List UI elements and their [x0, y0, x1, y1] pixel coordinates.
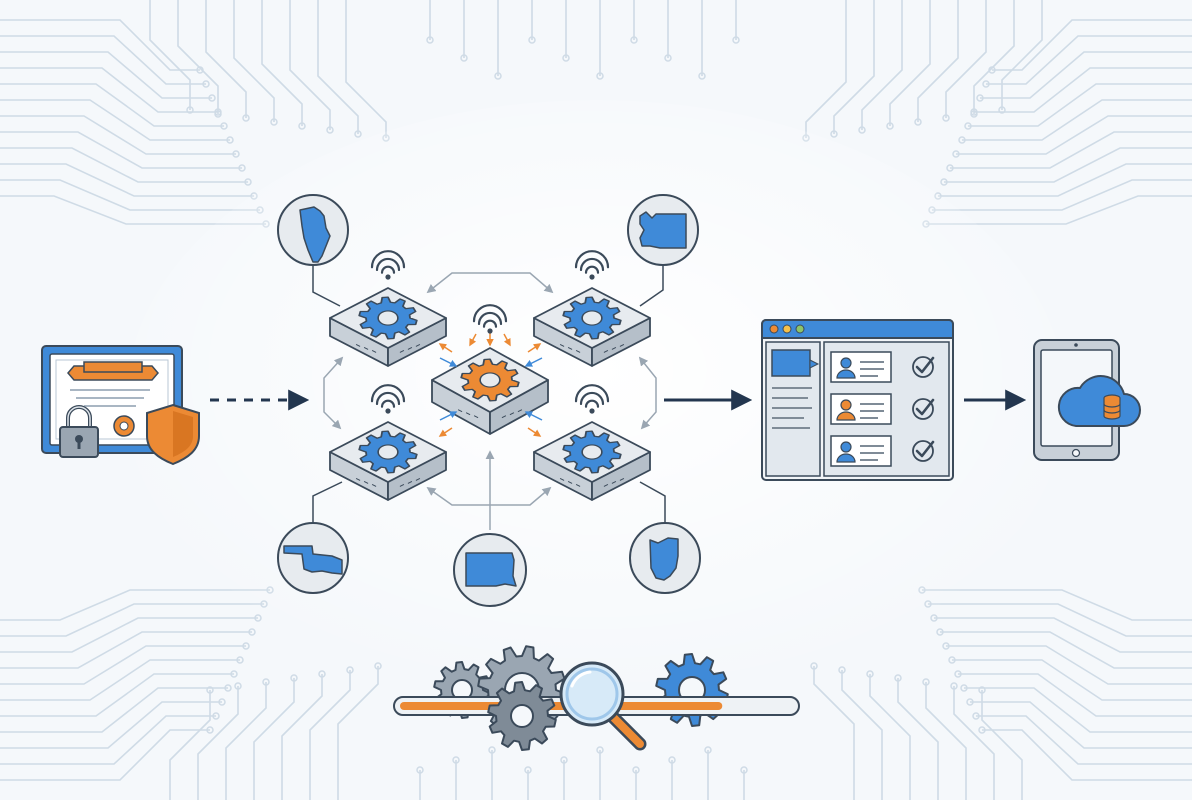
seal-icon	[113, 415, 135, 437]
hub-top-right	[533, 287, 651, 367]
user-row	[830, 393, 935, 425]
padlock-icon	[59, 405, 99, 458]
gear-icon	[487, 681, 557, 751]
shield-icon	[146, 403, 200, 466]
wifi-icons	[370, 250, 610, 414]
hub-bottom-right	[533, 421, 651, 501]
state-circle-bottom-center	[453, 533, 527, 607]
cloud-database-icon	[1057, 375, 1141, 427]
state-circle-bottom-right	[629, 522, 701, 594]
user-icon	[836, 357, 856, 379]
hub-network	[277, 194, 701, 607]
magnifier-icon	[559, 661, 647, 751]
state-map-icon	[283, 545, 343, 575]
gear-hub-icon	[358, 296, 418, 340]
gear-hub-icon	[562, 430, 622, 474]
user-row	[830, 435, 935, 467]
wifi-icon	[574, 250, 610, 280]
hub-bottom-left	[329, 421, 447, 501]
wifi-icon	[370, 250, 406, 280]
hub-connectors	[323, 272, 657, 530]
checkmark-icon	[912, 398, 935, 420]
checkmark-icon	[912, 440, 935, 462]
wifi-icon	[574, 384, 610, 414]
state-leaders	[312, 265, 666, 528]
wifi-icon	[472, 304, 508, 334]
state-map-icon	[465, 552, 517, 587]
user-list	[830, 351, 935, 467]
state-circle-bottom-left	[277, 522, 349, 594]
flow-arrows	[438, 332, 543, 437]
gear-hub-icon	[562, 296, 622, 340]
checkmark-icon	[912, 356, 935, 378]
state-map-icon	[639, 211, 687, 249]
progress-fill	[400, 702, 723, 710]
gear-hub-icon	[460, 358, 520, 402]
wifi-icon	[370, 384, 406, 414]
state-circle-top-right	[627, 194, 699, 266]
hub-top-left	[329, 287, 447, 367]
gear-hub-icon	[358, 430, 418, 474]
user-icon	[836, 441, 856, 463]
user-row	[830, 351, 935, 383]
user-icon	[836, 399, 856, 421]
center-glow	[126, 100, 1066, 700]
hub-center	[431, 347, 549, 435]
state-map-icon	[299, 206, 331, 263]
state-map-icon	[649, 537, 679, 581]
state-circle-top-left	[277, 194, 349, 266]
